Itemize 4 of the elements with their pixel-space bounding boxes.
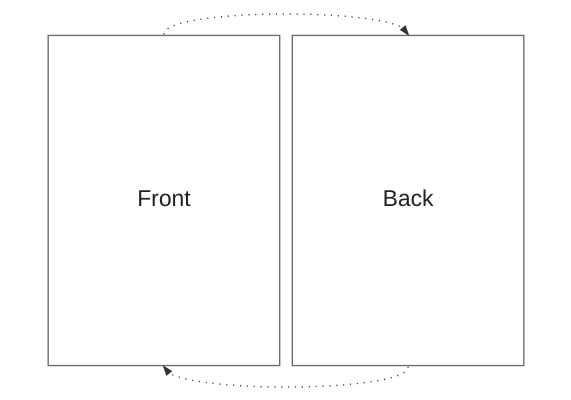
node-box: Front (47, 34, 280, 366)
node-box: Back (291, 34, 524, 366)
arrow (162, 12, 409, 36)
arrow (162, 364, 408, 388)
